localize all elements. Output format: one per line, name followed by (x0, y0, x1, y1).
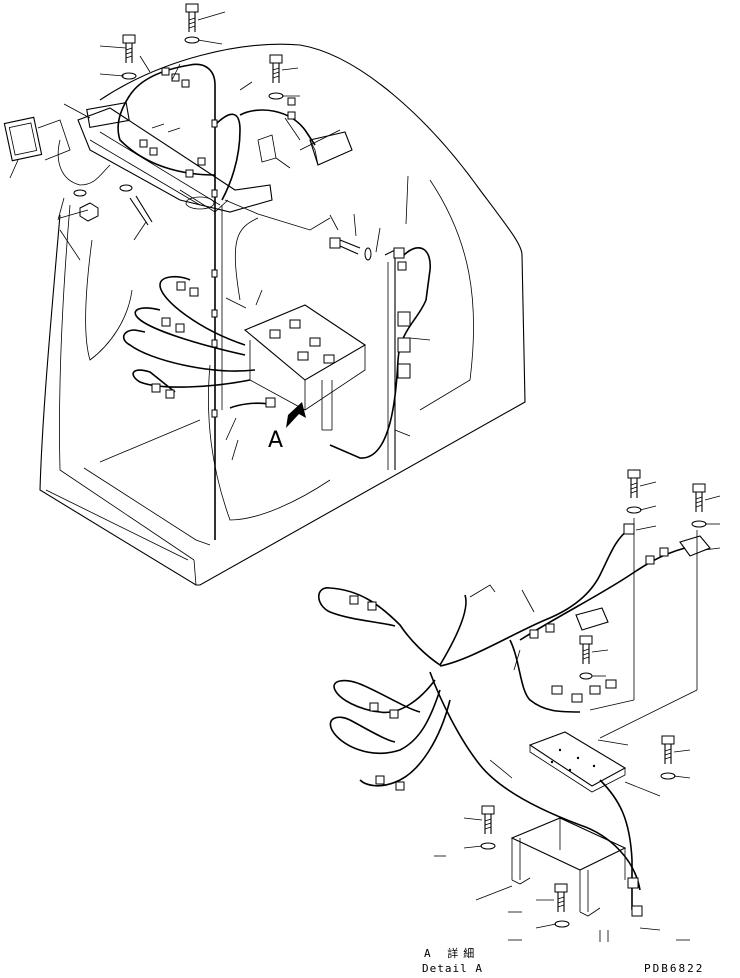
detail-hardware (480, 469, 707, 928)
view-a-label: A (268, 428, 284, 453)
leader-lines-upper (57, 11, 431, 463)
detail-support-frame (510, 817, 627, 942)
work-lamp-left (3, 116, 71, 179)
front-crossbar-bracket (77, 102, 273, 213)
mid-harness-loops (122, 275, 276, 409)
detail-title-jp: A 詳細 (424, 947, 480, 960)
detail-mounting-plate (528, 731, 627, 793)
cab-control-box (243, 304, 367, 431)
work-lamp-right (284, 117, 353, 166)
detail-harness (317, 523, 711, 917)
cab-outline (39, 43, 526, 586)
top-harness (57, 63, 316, 540)
detail-title-en: Detail A (422, 962, 483, 975)
top-harness-connectors (139, 67, 296, 418)
upper-hardware (73, 3, 372, 261)
right-pillar-harness (329, 247, 431, 470)
drawing-number: PDB6822 (644, 962, 705, 975)
view-arrow (286, 402, 306, 428)
leader-lines-detail (434, 481, 721, 941)
